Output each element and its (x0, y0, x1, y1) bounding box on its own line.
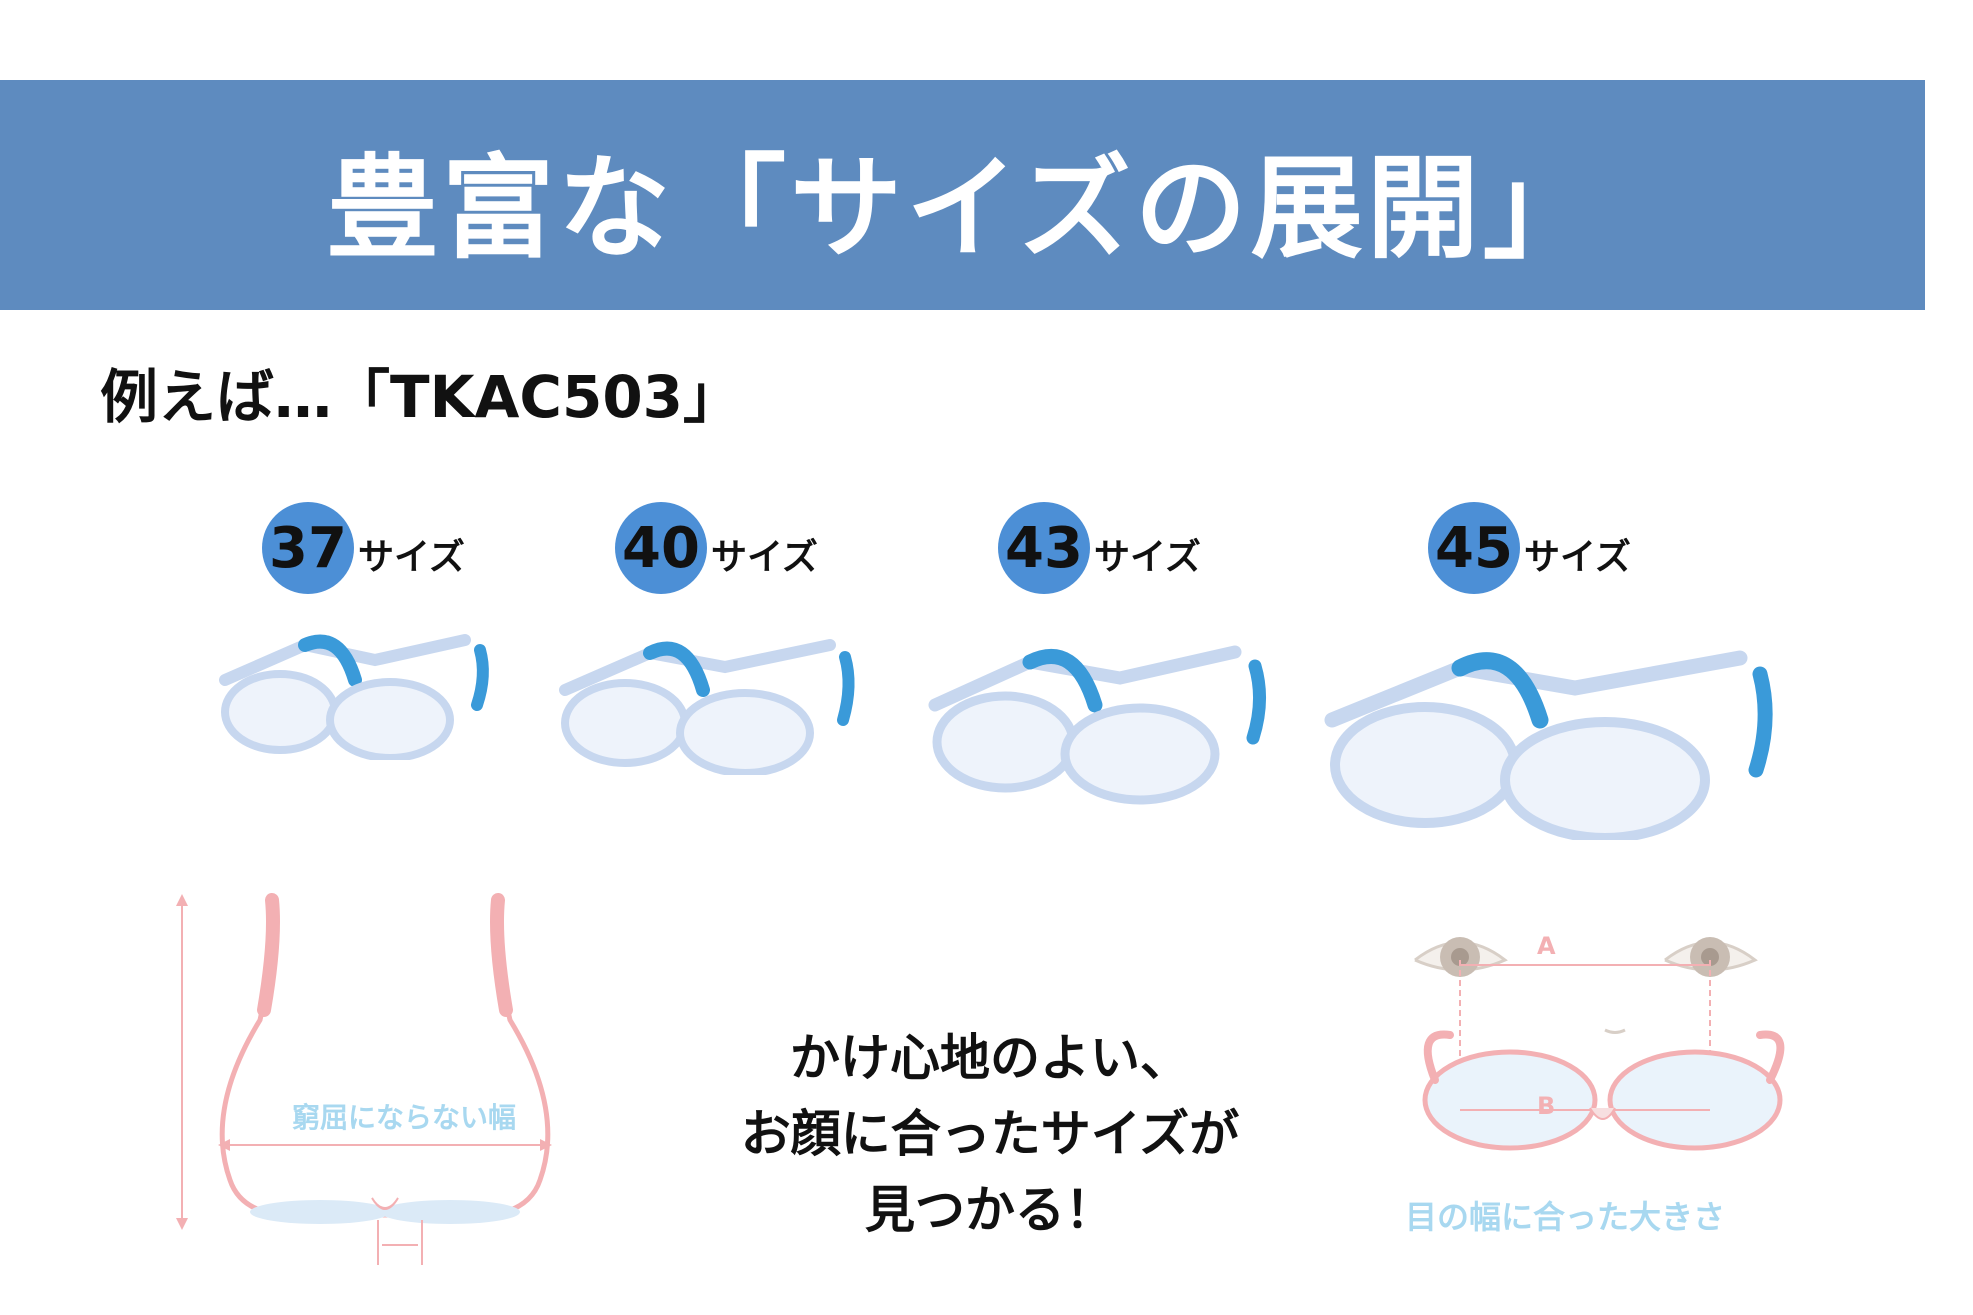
fit-message: かけ心地のよい、 お顔に合ったサイズが 見つかる！ (640, 1020, 1340, 1248)
example-label: 例えば…「TKAC503」 (100, 363, 742, 431)
fit-message-line: 見つかる！ (865, 1181, 1115, 1239)
fit-message-line: お顔に合ったサイズが (740, 1105, 1240, 1163)
glasses-image-43 (928, 645, 1267, 805)
eye-width-diagram (1414, 937, 1785, 1151)
size-suffix: サイズ (358, 537, 465, 578)
glasses-image-40 (559, 639, 855, 775)
size-badge: 40 (615, 502, 707, 594)
fit-message-line: かけ心地のよい、 (790, 1029, 1190, 1087)
size-badge: 45 (1428, 502, 1520, 594)
size-suffix: サイズ (711, 537, 818, 578)
glasses-image-45 (1324, 650, 1773, 840)
size-badge: 43 (998, 502, 1090, 594)
size-suffix: サイズ (1094, 537, 1201, 578)
eye-width-caption: 目の幅に合った大きさ (1405, 1198, 1726, 1236)
size-label-40: 40 サイズ (615, 502, 818, 594)
size-label-45: 45 サイズ (1428, 502, 1631, 594)
frame-top-view-diagram (176, 893, 552, 1265)
title-banner: 豊富な「サイズの展開」 (0, 80, 1925, 310)
label-b: B (1537, 1092, 1556, 1120)
width-label: 窮屈にならない幅 (292, 1101, 517, 1134)
size-badge: 37 (262, 502, 354, 594)
banner-title: 豊富な「サイズの展開」 (326, 144, 1599, 274)
size-suffix: サイズ (1524, 537, 1631, 578)
glasses-image-37 (219, 634, 489, 760)
size-label-37: 37 サイズ (262, 502, 465, 594)
size-label-43: 43 サイズ (998, 502, 1201, 594)
label-a: A (1537, 932, 1556, 960)
